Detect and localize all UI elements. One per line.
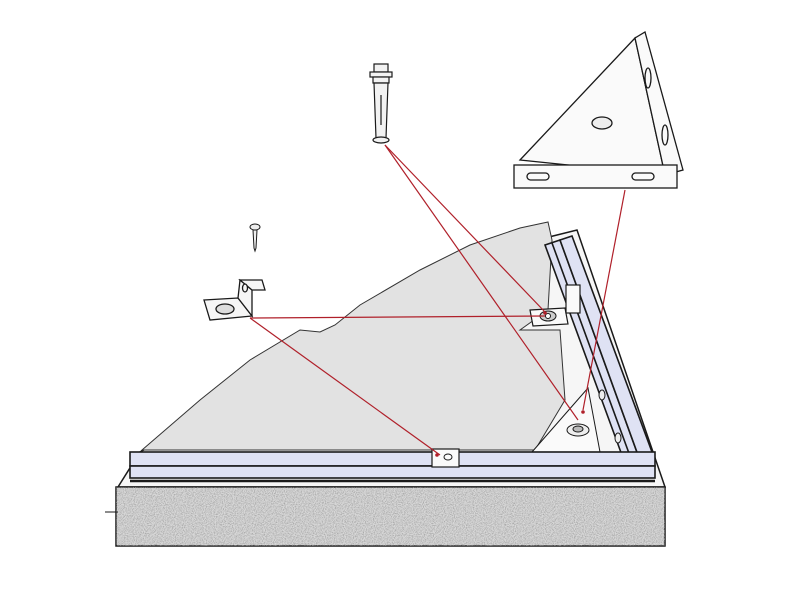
front-frame-rail <box>129 451 656 483</box>
concrete-slab <box>105 486 666 547</box>
z-clip-bracket-icon <box>203 278 266 321</box>
installed-clip-side <box>529 284 581 327</box>
leader-dots <box>435 311 585 457</box>
rail-screw-heads <box>598 389 622 444</box>
anchor-bolt-icon <box>369 63 393 144</box>
screw-icon <box>249 223 261 253</box>
membrane-sheet <box>140 221 566 451</box>
installed-anchor <box>566 423 590 437</box>
corner-bracket-icon <box>513 31 684 189</box>
leader-lines <box>249 144 626 456</box>
